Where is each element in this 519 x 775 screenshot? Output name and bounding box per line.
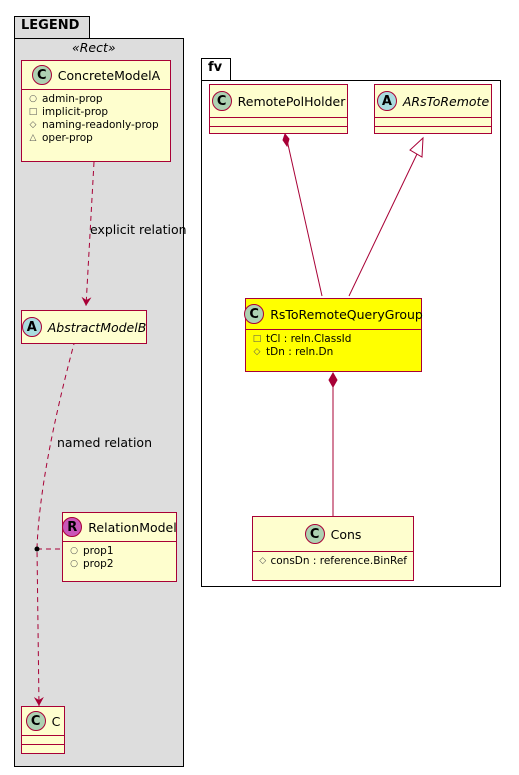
- class-name: ConcreteModelA: [57, 67, 161, 83]
- class-badge-icon: C: [304, 524, 325, 544]
- composition-diamond-remotepolholder: [282, 132, 290, 148]
- fv-package-tab: fv: [201, 58, 231, 80]
- class-relation-model[interactable]: R RelationModel ○prop1 ○prop2: [62, 512, 177, 582]
- legend-package-name: LEGEND: [21, 18, 80, 33]
- private-visibility-icon: □: [252, 334, 262, 344]
- public-visibility-icon: ○: [29, 94, 37, 104]
- class-name: RelationModel: [88, 519, 177, 535]
- class-name: AbstractModelB: [47, 319, 147, 335]
- class-badge-icon: C: [244, 304, 265, 324]
- private-visibility-icon: □: [28, 107, 38, 117]
- class-name: RsToRemoteQueryGroup: [270, 306, 423, 322]
- relation-badge-icon: R: [62, 517, 83, 537]
- attribute-row: ○prop2: [70, 558, 114, 570]
- class-badge-icon: C: [25, 711, 46, 731]
- class-abstract-model-b[interactable]: A AbstractModelB: [21, 310, 147, 344]
- protected-visibility-icon: ◇: [253, 347, 261, 357]
- composition-diamond-cons: [328, 371, 338, 389]
- composition-edge-remotepolholder: [286, 139, 323, 297]
- class-name: ARsToRemote: [402, 93, 490, 109]
- attribute-row: ○prop1: [70, 545, 114, 557]
- class-cons[interactable]: C Cons ◇consDn : reference.BinRef: [252, 516, 414, 581]
- attribute-row: □implicit-prop: [28, 106, 109, 118]
- relation-junction-dot: [34, 546, 40, 552]
- class-rs-to-remote-query-group[interactable]: C RsToRemoteQueryGroup □tCl : reln.Class…: [244, 298, 423, 372]
- attribute-row: △oper-prop: [29, 132, 93, 144]
- class-badge-icon: C: [211, 91, 232, 111]
- class-name: Cons: [330, 526, 362, 542]
- class-c[interactable]: C C: [21, 706, 65, 754]
- attribute-row: ◇naming-readonly-prop: [29, 119, 159, 131]
- legend-package-tab: LEGEND: [14, 16, 90, 38]
- abstract-badge-icon: A: [21, 317, 42, 337]
- protected-visibility-icon: ◇: [259, 556, 267, 566]
- attribute-row: ◇consDn : reference.BinRef: [259, 555, 407, 567]
- class-name: RemotePolHolder: [237, 93, 346, 109]
- public-visibility-icon: ○: [70, 546, 78, 556]
- abstract-badge-icon: A: [376, 91, 397, 111]
- generalization-edge: [348, 153, 418, 297]
- attribute-list: □tCl : reln.ClassId ◇tDn : reln.Dn: [246, 330, 421, 362]
- public-visibility-icon: ○: [70, 559, 78, 569]
- attribute-list: ◇consDn : reference.BinRef: [253, 552, 413, 571]
- attribute-row: ◇tDn : reln.Dn: [253, 346, 334, 358]
- attribute-row: ○admin-prop: [29, 93, 103, 105]
- class-concrete-model-a[interactable]: C ConcreteModelA ○admin-prop □implicit-p…: [21, 60, 171, 162]
- class-remote-pol-holder[interactable]: C RemotePolHolder: [209, 84, 348, 134]
- package-visibility-icon: △: [29, 133, 37, 143]
- named-relation-edge: [33, 339, 76, 707]
- attribute-list: ○admin-prop □implicit-prop ◇naming-reado…: [22, 90, 170, 148]
- class-name: C: [51, 713, 61, 729]
- legend-stereotype: «Rect»: [72, 40, 116, 55]
- explicit-relation-edge: [81, 161, 95, 307]
- class-badge-icon: C: [31, 65, 52, 85]
- class-ars-to-remote[interactable]: A ARsToRemote: [374, 84, 492, 134]
- generalization-triangle: [409, 136, 424, 158]
- attribute-row: □tCl : reln.ClassId: [252, 333, 352, 345]
- protected-visibility-icon: ◇: [29, 120, 37, 130]
- attribute-list: ○prop1 ○prop2: [63, 542, 176, 574]
- named-relation-label: named relation: [57, 435, 152, 450]
- explicit-relation-label: explicit relation: [90, 222, 187, 237]
- fv-package-name: fv: [208, 60, 223, 75]
